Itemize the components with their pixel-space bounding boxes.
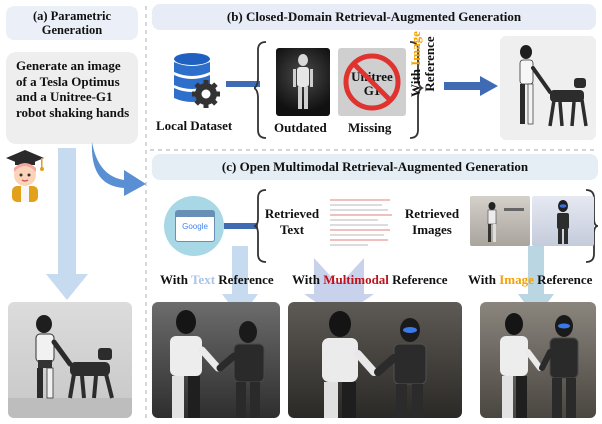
retrieved-images-caption: Retrieved Images	[404, 206, 460, 237]
text-reference-word: Reference	[218, 272, 274, 287]
robot-and-dog-illustration	[519, 45, 588, 127]
local-dataset-label: Local Dataset	[156, 118, 233, 133]
prohibited-icon	[343, 53, 401, 111]
panel-a-title: (a) Parametric Generation	[32, 9, 112, 37]
down-arrow-a	[46, 148, 88, 300]
generated-image-closed-domain	[500, 36, 596, 140]
optimus-figure	[487, 202, 524, 242]
multimodal-word: Multimodal	[323, 272, 389, 287]
web-search-icon: Google	[164, 196, 224, 256]
with-text-reference-label: With Text Reference	[160, 272, 274, 288]
google-logo-text: Google	[182, 222, 208, 231]
panel-c-title: (c) Open Multimodal Retrieval-Augmented …	[221, 159, 529, 174]
arrow-to-retrieval	[224, 223, 258, 229]
multimodal-reference-word: Reference	[392, 272, 448, 287]
with-image-reference-label: With Image Reference	[468, 272, 592, 288]
outdated-robot-image	[276, 48, 330, 116]
image-ref-word: Image	[499, 272, 534, 287]
two-robots-handshake-3	[500, 313, 579, 418]
text-word: Text	[190, 272, 216, 287]
prompt-box: Generate an image of a Tesla Optimus and…	[6, 52, 138, 144]
panel-c-header: (c) Open Multimodal Retrieval-Augmented …	[152, 154, 598, 180]
arrow-to-output-b	[444, 76, 498, 96]
retrieved-image-optimus	[470, 196, 530, 246]
missing-label: Missing	[348, 120, 392, 135]
retrieved-images-label: Retrieved Images	[400, 206, 464, 238]
missing-robot-placeholder: Unitree G1	[338, 48, 406, 116]
database-gear-icon	[174, 53, 220, 108]
student-avatar-icon	[6, 150, 44, 202]
generated-image-parametric	[8, 302, 132, 418]
arrow-to-bracket	[226, 81, 260, 87]
two-robots-handshake-2	[322, 311, 427, 418]
bracket-local-results	[254, 41, 424, 139]
outdated-label: Outdated	[274, 120, 327, 135]
retrieved-text-caption: Retrieved Text	[264, 206, 320, 237]
bracket-retrieved-results	[254, 189, 599, 263]
panel-b-title: (b) Closed-Domain Retrieval-Augmented Ge…	[226, 9, 522, 24]
unitree-g1-figure	[557, 200, 569, 244]
retrieved-text-snippet	[330, 199, 392, 246]
with-image-with-word: With	[468, 272, 496, 287]
with-multimodal-reference-label: With Multimodal Reference	[292, 272, 448, 288]
two-robots-handshake-1	[170, 310, 265, 418]
old-robot-figure	[293, 54, 313, 109]
generated-image-image-reference	[480, 302, 596, 418]
retrieved-image-unitree-g1	[532, 196, 594, 246]
with-text-with-word: With	[160, 272, 188, 287]
generated-image-text-reference	[152, 302, 280, 418]
prompt-text: Generate an image of a Tesla Optimus and…	[16, 58, 130, 120]
panel-a-header: (a) Parametric Generation	[6, 6, 138, 40]
generated-image-multimodal-reference	[288, 302, 462, 418]
curved-arrow	[91, 142, 146, 196]
optimus-and-robot-dog-illustration	[8, 315, 132, 418]
with-multimodal-with-word: With	[292, 272, 320, 287]
image-reference-word: Reference	[537, 272, 593, 287]
retrieved-text-label: Retrieved Text	[262, 206, 322, 238]
panel-b-header: (b) Closed-Domain Retrieval-Augmented Ge…	[152, 4, 596, 30]
